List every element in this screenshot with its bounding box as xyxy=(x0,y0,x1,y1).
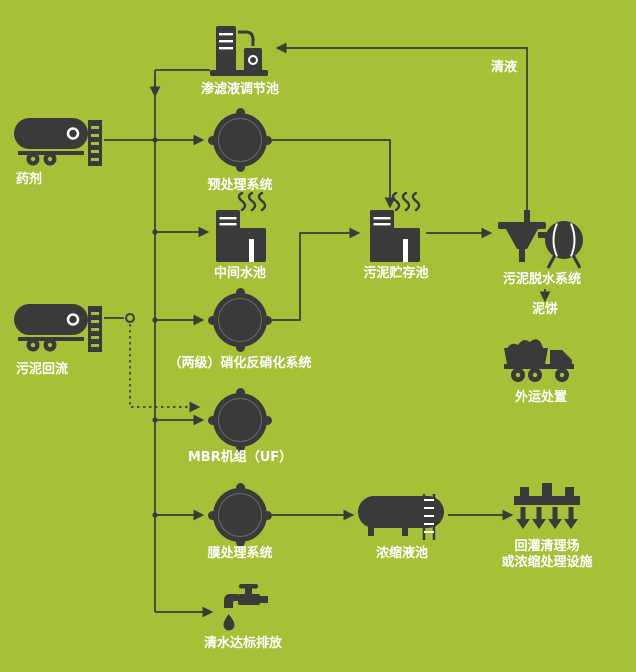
steam-tank-icon xyxy=(212,192,270,264)
label-clean-water-discharge: 清水达标排放 xyxy=(203,636,283,651)
port-dot xyxy=(208,415,217,425)
port-dot xyxy=(263,135,272,145)
port-dot xyxy=(263,510,272,520)
port-dot xyxy=(235,108,245,117)
steam-tank-icon xyxy=(366,192,424,264)
dewatering-separator-icon xyxy=(494,202,586,270)
label-nitrification: （两级）硝化反硝化系统 xyxy=(168,356,312,371)
port-dot xyxy=(235,443,245,452)
label-outbound-disposal: 外运处置 xyxy=(514,390,568,405)
reactor-body xyxy=(213,488,267,542)
port-dot xyxy=(263,315,272,325)
label-sludge-return: 污泥回流 xyxy=(16,362,69,377)
reactor-body xyxy=(213,113,267,167)
port-dot xyxy=(208,135,217,145)
pretreatment-reactor-icon xyxy=(208,108,272,172)
reactor-body xyxy=(213,393,267,447)
label-concentrate-pool: 浓缩液池 xyxy=(375,546,429,561)
port-dot xyxy=(263,415,272,425)
label-pretreatment: 预处理系统 xyxy=(207,178,273,193)
dump-truck-icon xyxy=(502,330,582,384)
label-reinjection-line1: 回灌清理场 xyxy=(514,539,580,554)
nitrification-reactor-icon xyxy=(208,288,272,352)
label-chemicals: 药剂 xyxy=(16,172,43,187)
regulating-tank-icon xyxy=(210,20,270,78)
label-intermediate-pool: 中间水池 xyxy=(213,266,267,281)
label-reinjection-line2: 或浓缩处理设施 xyxy=(501,555,593,571)
label-leachate-pool: 渗滤液调节池 xyxy=(200,82,280,97)
tanker-truck-icon xyxy=(14,298,104,354)
mbr-reactor-icon xyxy=(208,388,272,452)
infiltration-site-icon xyxy=(512,482,582,537)
port-dot xyxy=(235,343,245,352)
horizontal-tank-icon xyxy=(358,494,448,542)
label-mud-cake: 泥饼 xyxy=(531,302,559,317)
port-dot xyxy=(235,163,245,172)
label-sludge-storage: 污泥贮存池 xyxy=(363,266,429,281)
label-sludge-dewatering: 污泥脱水系统 xyxy=(502,272,582,287)
port-dot xyxy=(235,288,245,297)
tanker-truck-icon xyxy=(14,112,104,168)
port-dot xyxy=(235,483,245,492)
membrane-reactor-icon xyxy=(208,483,272,547)
faucet-icon xyxy=(218,584,274,634)
port-dot xyxy=(208,315,217,325)
label-clear-liquid: 清液 xyxy=(490,60,518,75)
label-membrane-system: 膜处理系统 xyxy=(207,546,273,561)
port-dot xyxy=(208,510,217,520)
port-dot xyxy=(235,538,245,547)
reactor-body xyxy=(213,293,267,347)
label-reinjection-facility: 回灌清理场 或浓缩处理设施 xyxy=(501,539,592,572)
label-mbr-unit: MBR机组（UF） xyxy=(187,450,293,465)
port-dot xyxy=(235,388,245,397)
